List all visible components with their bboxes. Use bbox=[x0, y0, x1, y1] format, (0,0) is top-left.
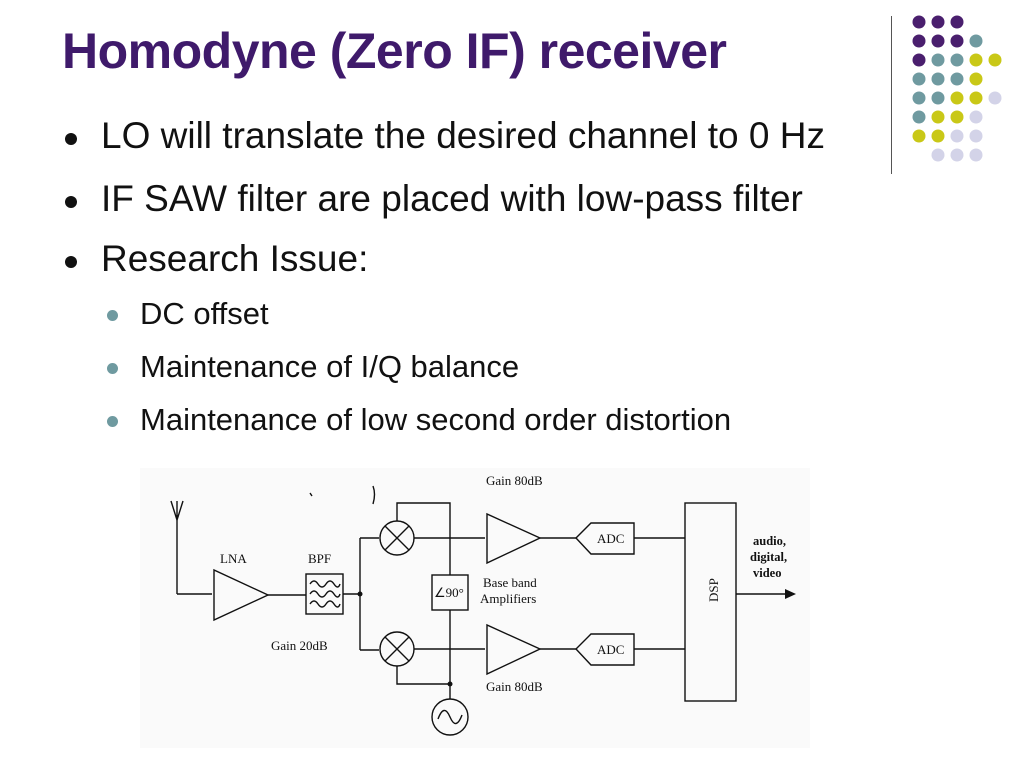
lna-label: LNA bbox=[220, 551, 247, 566]
antenna-icon bbox=[170, 500, 184, 594]
dot-row-3 bbox=[912, 53, 1002, 67]
baseband-label-line2: Amplifiers bbox=[480, 591, 536, 606]
baseband-amp-top-icon bbox=[486, 512, 542, 565]
oscillator-icon bbox=[431, 698, 469, 736]
dot-row-1 bbox=[912, 15, 964, 29]
dot-row-4 bbox=[912, 72, 983, 86]
receiver-block-diagram: LNA BPF Gain 20dB Gain 80dB Gain 80dB ∠9… bbox=[140, 468, 810, 748]
sub-bullet-item: DC offset bbox=[107, 296, 269, 331]
lna-amplifier-icon bbox=[213, 568, 270, 622]
junction-dot bbox=[357, 591, 363, 597]
dot-row-6 bbox=[912, 110, 983, 124]
junction-dot bbox=[447, 681, 453, 687]
gain-lna-label: Gain 20dB bbox=[271, 638, 328, 653]
bullet-item: LO will translate the desired channel to… bbox=[65, 115, 825, 156]
gain-top-label: Gain 80dB bbox=[486, 473, 543, 488]
output-arrow-icon bbox=[785, 589, 796, 599]
dot-row-5 bbox=[912, 91, 1002, 105]
phase-shift-label: ∠90° bbox=[434, 585, 464, 600]
output-label-line1: audio, bbox=[753, 534, 786, 548]
stray-mark bbox=[309, 492, 313, 497]
bullet-item: IF SAW filter are placed with low-pass f… bbox=[65, 178, 803, 219]
dsp-box bbox=[684, 502, 737, 702]
baseband-amp-bottom-icon bbox=[486, 623, 542, 676]
sub-bullet-item: Maintenance of low second order distorti… bbox=[106, 402, 732, 437]
phase-shifter-box bbox=[431, 574, 469, 611]
sub-bullet-item: Maintenance of I/Q balance bbox=[106, 349, 520, 384]
adc-top-label: ADC bbox=[597, 531, 624, 546]
baseband-label-line1: Base band bbox=[483, 575, 537, 590]
title-divider-line bbox=[891, 16, 892, 174]
output-label-line3: video bbox=[753, 566, 781, 580]
lo-wire-top bbox=[396, 502, 451, 575]
adc-bottom-label: ADC bbox=[597, 642, 624, 657]
bpf-label: BPF bbox=[308, 551, 331, 566]
dot-row-2 bbox=[912, 34, 983, 48]
bullet-item: Research Issue: bbox=[64, 238, 369, 279]
dot-row-7 bbox=[912, 129, 983, 143]
gain-bottom-label: Gain 80dB bbox=[486, 679, 543, 694]
stray-mark bbox=[372, 485, 376, 505]
lo-wire-bottom bbox=[396, 610, 451, 685]
slide-title: Homodyne (Zero IF) receiver bbox=[62, 23, 727, 79]
dot-row-8 bbox=[931, 148, 983, 162]
output-label-line2: digital, bbox=[750, 550, 787, 564]
dsp-label: DSP bbox=[706, 578, 721, 602]
